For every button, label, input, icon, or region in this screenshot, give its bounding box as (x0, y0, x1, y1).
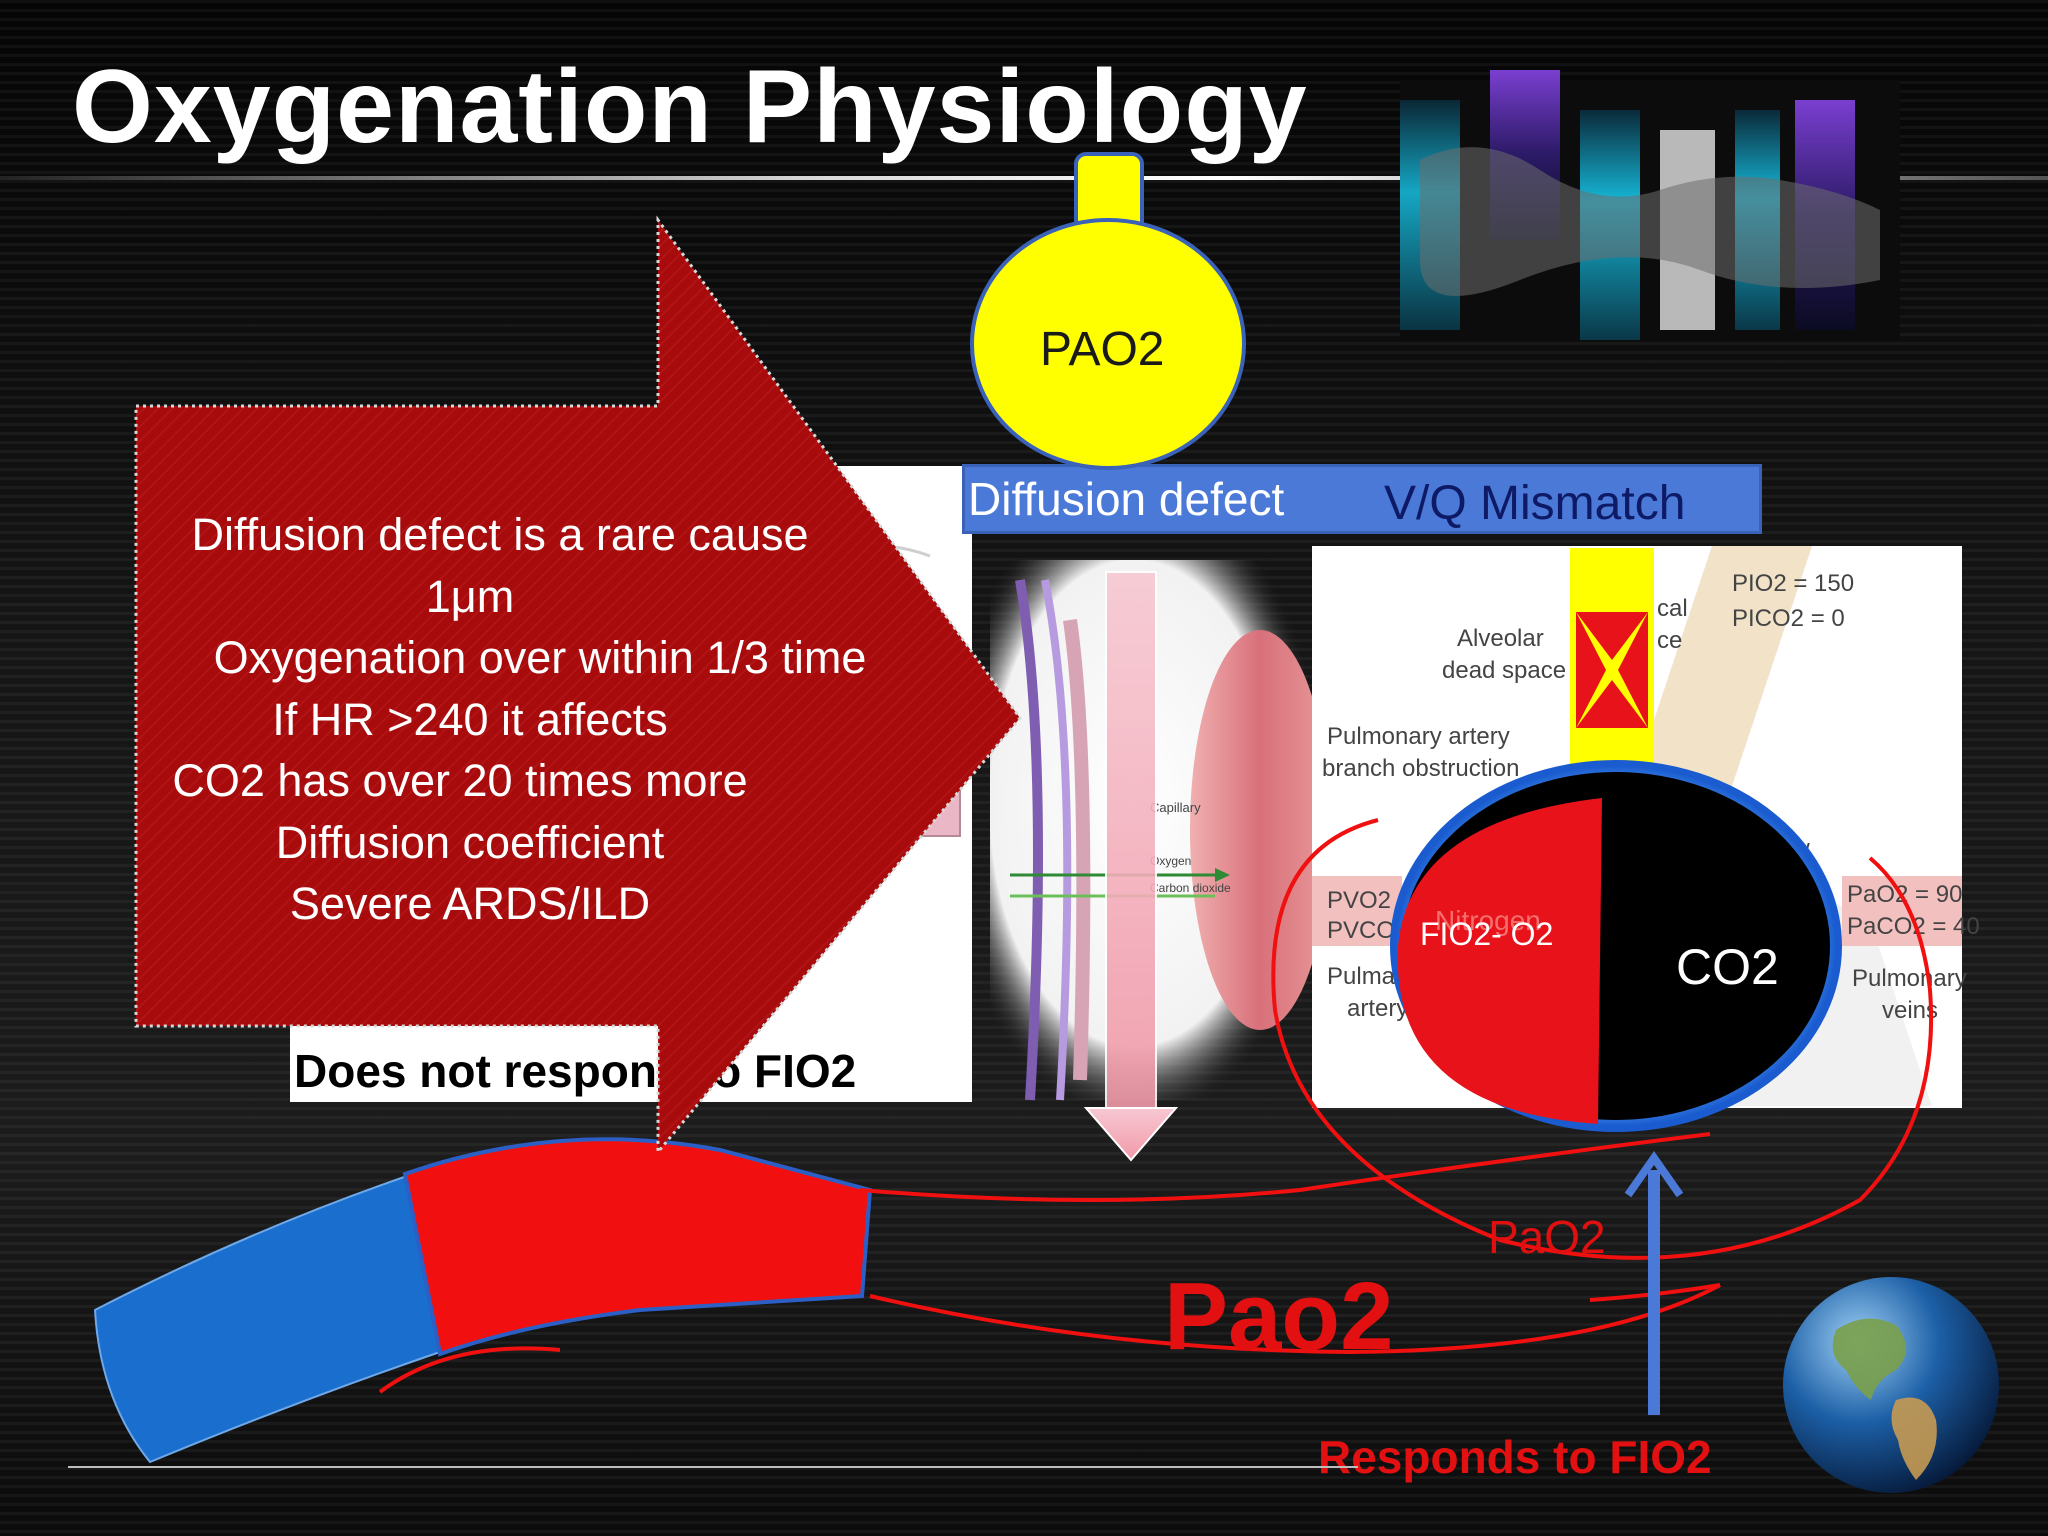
pio2-label: PIO2 = 150 (1732, 570, 1854, 597)
alveolus-bulb-shape (970, 152, 1246, 470)
co2-label: CO2 (1676, 939, 1779, 995)
fio2-co2-ellipse: Nitrogen (1390, 760, 1842, 1132)
callout-line: Diffusion defect is a rare cause (191, 509, 809, 560)
pulmonary-artery-label: Pulma (1327, 963, 1396, 990)
diffusion-vq-banner (962, 464, 1762, 534)
up-arrow-shape (1624, 1151, 1684, 1415)
alveolar-label: Alveolar (1457, 625, 1544, 652)
oxygen-label: Oxygen (1150, 854, 1191, 868)
dead-space-label: dead space (1442, 657, 1566, 684)
callout-line: Oxygenation over within 1/3 time (213, 632, 867, 683)
pulmonary-veins-label: Pulmonary (1852, 965, 1967, 992)
pa-branch-label: Pulmonary artery (1327, 723, 1510, 750)
pao2-bulb-label: PAO2 (1040, 323, 1165, 376)
pa-branch-label-2: branch obstruction (1322, 755, 1519, 782)
pico2-label: PICO2 = 0 (1732, 605, 1845, 632)
capillary-label: Capillary (1150, 800, 1201, 815)
callout-line: 1μm (425, 570, 515, 622)
callout-line: Diffusion coefficient (275, 816, 665, 868)
ce-fragment: ce (1657, 627, 1682, 654)
callout-bullet-list: Diffusion defect is a rare cause 1μm Oxy… (120, 504, 880, 935)
callout-line: CO2 has over 20 times more (172, 755, 748, 806)
pao2-big-label: Pao2 (1164, 1263, 1394, 1370)
nitrogen-label: Nitrogen (1435, 905, 1541, 936)
globe-icon (1783, 1277, 1999, 1493)
vq-mismatch-label: V/Q Mismatch (1384, 477, 1686, 530)
does-not-respond-caption: Does not respond to FIO2 (294, 1045, 857, 1097)
carbon-dioxide-label: Carbon dioxide (1150, 881, 1231, 895)
responds-to-fio2-caption: Responds to FIO2 (1318, 1431, 1712, 1483)
cal-fragment: cal (1657, 595, 1688, 622)
callout-line: Severe ARDS/ILD (289, 878, 651, 929)
footer-divider (68, 1466, 1358, 1468)
callout-arrow-shape (134, 215, 1022, 1157)
pulmonary-veins-label-2: veins (1882, 997, 1938, 1024)
blood-vessel-shape (93, 1137, 873, 1464)
title-divider (0, 176, 2048, 180)
hourglass-shape (1570, 548, 1654, 788)
callout-line: If HR >240 it affects (272, 693, 668, 745)
slide-title: Oxygenation Physiology (72, 49, 1308, 165)
pao2-small-label: PaO2 (1488, 1211, 1606, 1263)
pulmonary-artery-label-2: artery (1347, 995, 1408, 1022)
diffusion-defect-label: Diffusion defect (968, 473, 1285, 525)
fio2-o2-label: FIO2- O2 (1420, 916, 1554, 952)
world-map-collage-image (1400, 70, 1900, 340)
down-arrow-shape (1083, 571, 1179, 1162)
